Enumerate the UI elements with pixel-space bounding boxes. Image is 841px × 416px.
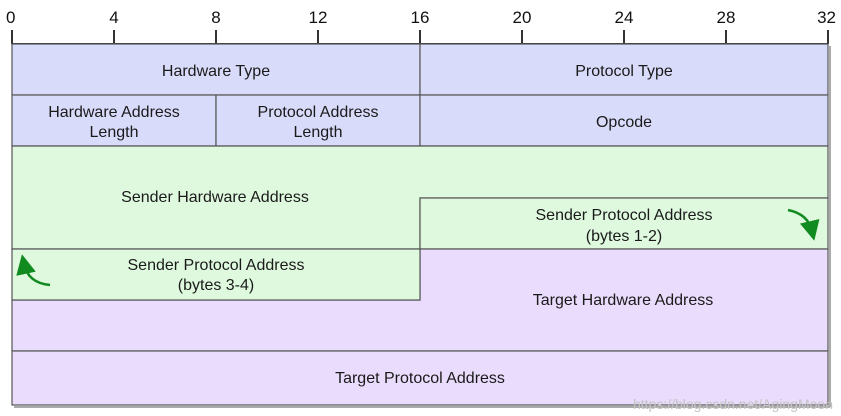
sender-protocol-address-bytes-1-2-field [419, 197, 829, 250]
sender-protocol-address-bytes-3-4-field [11, 248, 421, 301]
ruler-label-4: 4 [109, 8, 118, 27]
protocol-address-length-label-line1: Protocol Address [258, 104, 379, 121]
sender-protocol-address-2-label-line2: (bytes 3-4) [178, 277, 254, 294]
protocol-address-length-label-line2: Length [294, 124, 343, 141]
ruler-ticks: 0 4 8 12 16 20 24 28 32 [6, 8, 836, 44]
target-protocol-address-field [11, 350, 829, 406]
ruler-label-16: 16 [411, 8, 430, 27]
sender-protocol-address-1-label-line2: (bytes 1-2) [586, 228, 662, 245]
protocol-address-length-field [215, 94, 421, 147]
hardware-address-length-label-line1: Hardware Address [48, 104, 180, 121]
opcode-field [419, 94, 829, 147]
ruler-label-20: 20 [513, 8, 532, 27]
protocol-type-field [419, 43, 829, 96]
hardware-type-label: Hardware Type [162, 63, 270, 80]
hardware-address-length-label-line2: Length [90, 124, 139, 141]
bit-ruler: 0 4 8 12 16 20 24 28 32 [6, 8, 836, 45]
watermark: https://blog.csdn.net/AgingMoon [632, 396, 833, 412]
protocol-type-label: Protocol Type [575, 63, 673, 80]
curved-arrow-down-right-icon [787, 208, 820, 241]
ruler-label-0: 0 [6, 8, 15, 27]
ruler-label-28: 28 [717, 8, 736, 27]
ruler-label-12: 12 [309, 8, 328, 27]
opcode-label: Opcode [596, 114, 652, 131]
sender-protocol-address-1-label-line1: Sender Protocol Address [536, 207, 713, 224]
sender-protocol-address-2-label-line1: Sender Protocol Address [128, 257, 305, 274]
ruler-label-32: 32 [817, 8, 836, 27]
target-hardware-address-label: Target Hardware Address [533, 292, 714, 309]
ruler-label-8: 8 [211, 8, 220, 27]
curved-arrow-up-left-icon [16, 254, 51, 287]
target-protocol-address-label: Target Protocol Address [335, 370, 505, 387]
sender-hardware-address-label: Sender Hardware Address [121, 189, 309, 206]
ruler-label-24: 24 [615, 8, 634, 27]
